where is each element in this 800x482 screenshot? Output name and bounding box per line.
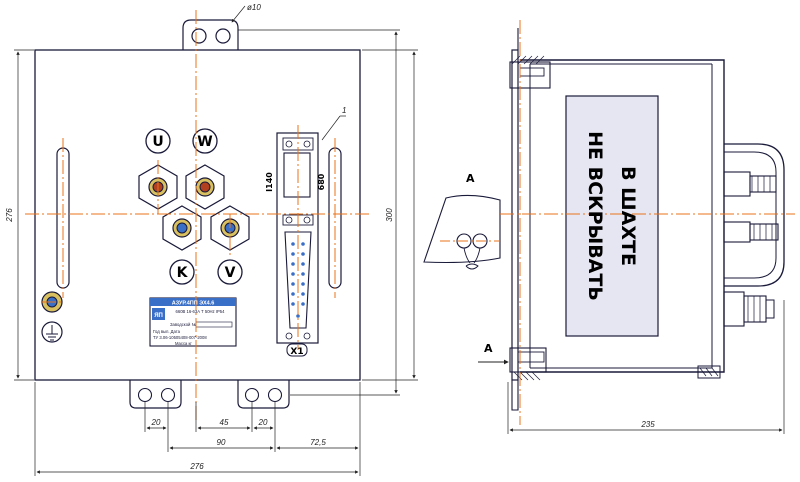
view-a-label: A bbox=[466, 172, 475, 185]
cable-loop-inner bbox=[724, 151, 777, 279]
connector-screw-4 bbox=[303, 216, 311, 224]
dim-90: 90 bbox=[217, 438, 226, 447]
gland-middle bbox=[723, 221, 751, 243]
nameplate-line2: Заводской № bbox=[170, 322, 197, 327]
connector-screw-2 bbox=[303, 140, 311, 148]
nameplate-logo-text: ЯП bbox=[154, 313, 163, 319]
dim-45: 45 bbox=[220, 418, 229, 427]
view-a-seal-wire bbox=[463, 247, 481, 270]
front-plate-outline bbox=[34, 49, 361, 381]
front-dimensions bbox=[14, 5, 418, 476]
arrow-label-a: A bbox=[484, 342, 493, 355]
front-centerlines bbox=[25, 10, 372, 420]
label-circle-v bbox=[217, 259, 243, 285]
dim-20b: 20 bbox=[258, 418, 268, 427]
hex-terminal-k bbox=[162, 205, 202, 251]
bottom-foot bbox=[697, 365, 721, 379]
nameplate-line1: 660В 16-63А Т 50Нz IP54 bbox=[176, 309, 226, 314]
label-circle-w bbox=[192, 128, 218, 154]
dim-height-right: 300 bbox=[385, 208, 394, 222]
bottom-tab-left bbox=[129, 380, 182, 409]
connector-label-x1: X1 bbox=[290, 347, 303, 357]
nameplate-title: АЗУР.4ПП ЭХ4.6 bbox=[172, 301, 215, 307]
side-centerlines bbox=[500, 20, 795, 425]
bottom-hole-4 bbox=[267, 387, 283, 403]
connector-screw-6 bbox=[303, 332, 311, 340]
warning-line-2: НЕ ВСКРЫВАТЬ bbox=[584, 131, 606, 301]
bottom-hole-1 bbox=[137, 387, 153, 403]
terminal-label-v: V bbox=[225, 265, 236, 281]
warning-label-plate bbox=[565, 95, 659, 337]
dim-725: 72,5 bbox=[310, 438, 326, 447]
dsub-pins bbox=[291, 242, 305, 318]
nameplate-line4: ТУ 3.06-10505408-007-2008 bbox=[153, 335, 207, 340]
ground-symbol-circle bbox=[41, 321, 63, 343]
side-view bbox=[478, 28, 785, 434]
terminal-label-u: U bbox=[152, 134, 163, 150]
terminal-studs bbox=[148, 177, 240, 238]
top-hole-right bbox=[215, 28, 231, 44]
label-circle-u bbox=[145, 128, 171, 154]
connector-screw-3 bbox=[285, 216, 293, 224]
top-hole-left bbox=[191, 28, 207, 44]
ground-icon bbox=[46, 325, 58, 341]
cable-loop bbox=[724, 143, 785, 287]
connector-x1-label-box bbox=[286, 343, 308, 357]
side-bottom-tab bbox=[511, 380, 519, 411]
bottom-hole-2 bbox=[160, 387, 176, 403]
bottom-hole-3 bbox=[244, 387, 260, 403]
nameplate-logo bbox=[152, 308, 165, 320]
dim-depth: 235 bbox=[640, 420, 655, 429]
label-circle-k bbox=[169, 259, 195, 285]
nameplate-line3: Год вып. Дата bbox=[153, 329, 181, 334]
side-mount-plate bbox=[511, 49, 519, 381]
connector-screw-5 bbox=[285, 332, 293, 340]
view-a-detail: A bbox=[423, 172, 501, 270]
terminal-label-w: W bbox=[197, 134, 212, 150]
gland-lower bbox=[723, 291, 745, 327]
side-mark-680: 680 bbox=[317, 173, 326, 190]
front-view bbox=[34, 19, 361, 409]
connector-window bbox=[283, 152, 311, 198]
lower-bracket bbox=[509, 347, 547, 381]
bottom-tab-right bbox=[237, 380, 290, 409]
hex-terminal-w bbox=[185, 164, 225, 210]
top-mounting-tab bbox=[182, 19, 239, 50]
dim-hole: ø10 bbox=[247, 3, 261, 12]
nameplate-line5: Масса кг bbox=[175, 341, 192, 346]
view-a-outline bbox=[423, 194, 501, 264]
callout-number: 1 bbox=[342, 106, 346, 115]
side-mark-i140: I140 bbox=[265, 172, 274, 192]
dim-height-left: 276 bbox=[5, 208, 14, 223]
dsub-connector-body bbox=[284, 231, 312, 329]
dim-width: 276 bbox=[189, 462, 204, 471]
dim-20a: 20 bbox=[151, 418, 161, 427]
side-labels: В ШАХТЕ НЕ ВСКРЫВАТЬ A 235 bbox=[484, 131, 655, 429]
terminal-label-k: K bbox=[177, 265, 189, 281]
gland-upper bbox=[723, 171, 751, 197]
warning-line-1: В ШАХТЕ bbox=[617, 166, 639, 266]
housing-outline bbox=[520, 59, 725, 373]
nameplate-header bbox=[150, 298, 236, 306]
front-labels: U W K V 1 X1 I140 680 АЗУР.4ПП ЭХ4.6 ЯП … bbox=[5, 3, 394, 471]
connector-screw-1 bbox=[285, 140, 293, 148]
